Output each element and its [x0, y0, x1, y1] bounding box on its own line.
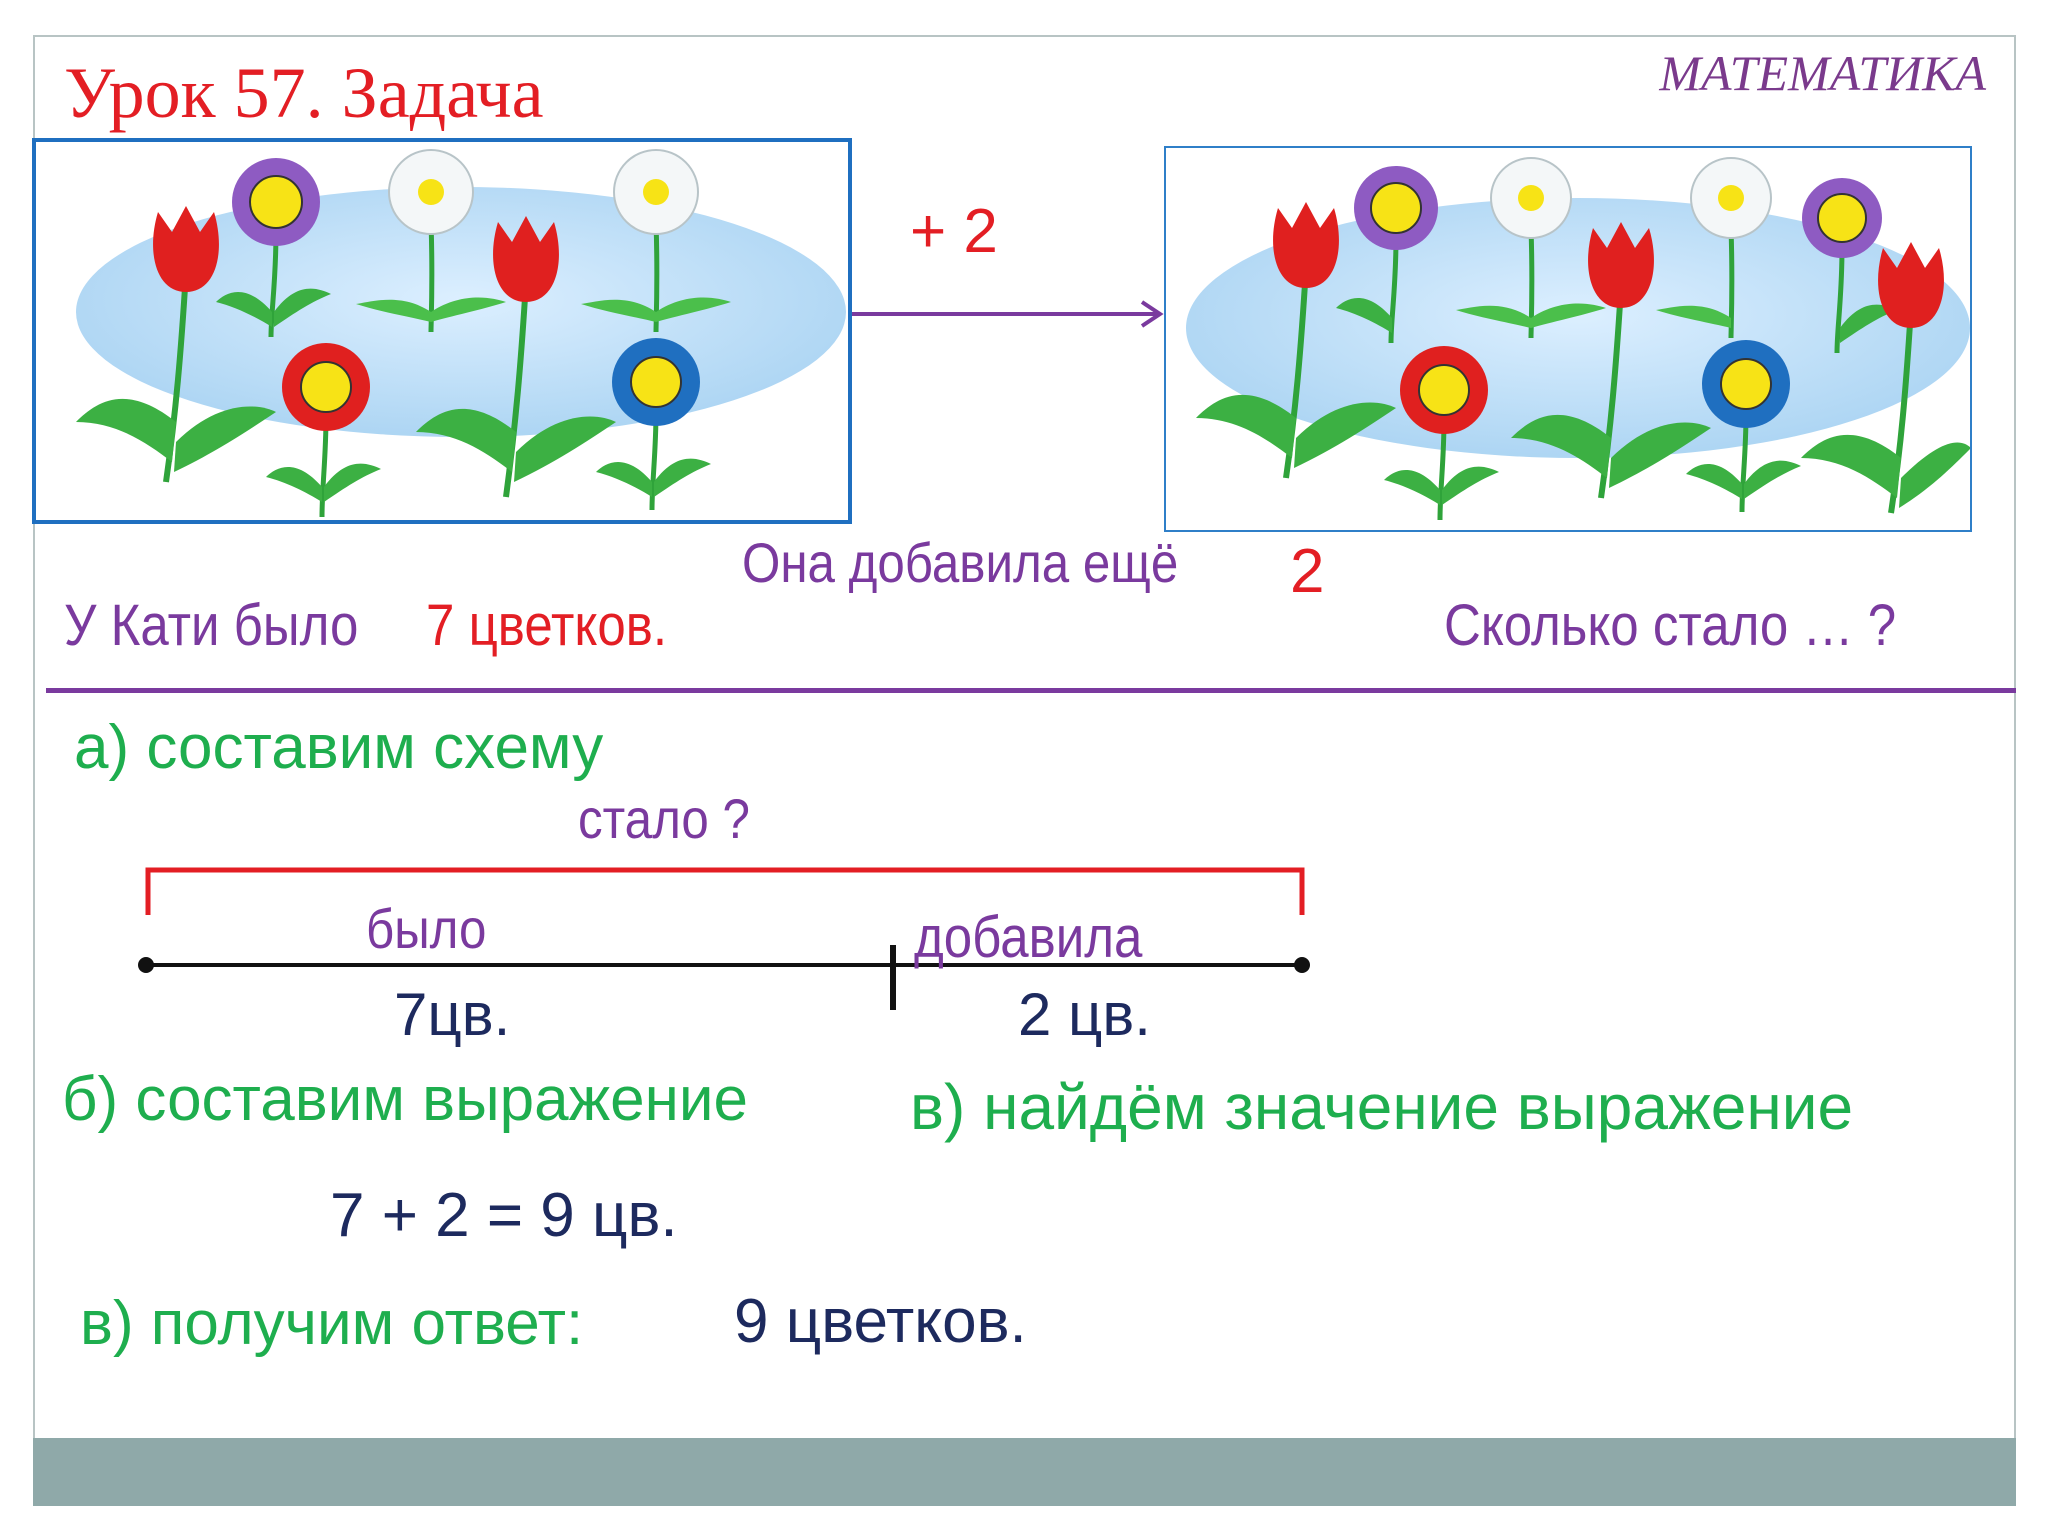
step-value-heading: в) найдём значение выражение [910, 1071, 1854, 1143]
blue-daisy-icon [596, 338, 711, 511]
white-daisy-icon [581, 149, 731, 333]
became-label: стало ? [578, 787, 750, 850]
section-divider [46, 688, 2016, 693]
had-count: 7 цветков. [426, 593, 667, 658]
tulip-icon [76, 206, 276, 483]
slide-footer-bar [33, 1438, 2016, 1506]
tulip-icon [416, 216, 616, 498]
violet-daisy-icon [216, 158, 331, 338]
tulip-icon [1801, 242, 1970, 514]
added-text: Она добавила ещё [742, 531, 1179, 594]
violet-daisy-icon [1336, 166, 1438, 344]
had-text: У Кати было [64, 593, 359, 658]
white-daisy-icon [1656, 157, 1772, 339]
added-number: 2 [1290, 537, 1325, 606]
blue-daisy-icon [1686, 340, 1801, 513]
operation-label: + 2 [910, 197, 998, 266]
arrow-right-icon [852, 300, 1164, 328]
flowers-after-illustration [1186, 157, 1970, 521]
added-label: добавила [914, 905, 1143, 970]
lesson-title: Урок 57. Задача [64, 53, 544, 133]
step-expression-heading: б) составим выражение [62, 1065, 748, 1134]
was-label: было [366, 897, 487, 960]
segment-added-value: 2 цв. [1018, 981, 1151, 1048]
expression: 7 + 2 = 9 цв. [330, 1181, 678, 1250]
tulip-icon [1511, 222, 1711, 499]
step-answer-heading: в) получим ответ: [80, 1289, 584, 1358]
red-daisy-icon [266, 343, 381, 518]
flowers-before-illustration [76, 149, 846, 518]
red-daisy-icon [1384, 346, 1499, 521]
flowers-after-picture [1164, 146, 1972, 532]
flowers-before-picture [32, 138, 852, 524]
step-scheme-heading: а) составим схему [74, 713, 604, 782]
tulip-icon [1196, 202, 1396, 479]
subject-label: МАТЕМАТИКА [1659, 45, 1986, 101]
question-text: Сколько стало … ? [1444, 593, 1897, 658]
white-daisy-icon [356, 149, 506, 333]
white-daisy-icon [1456, 157, 1606, 339]
answer: 9 цветков. [734, 1287, 1027, 1356]
violet-daisy-icon [1802, 178, 1897, 354]
segment-was-value: 7цв. [394, 981, 511, 1048]
